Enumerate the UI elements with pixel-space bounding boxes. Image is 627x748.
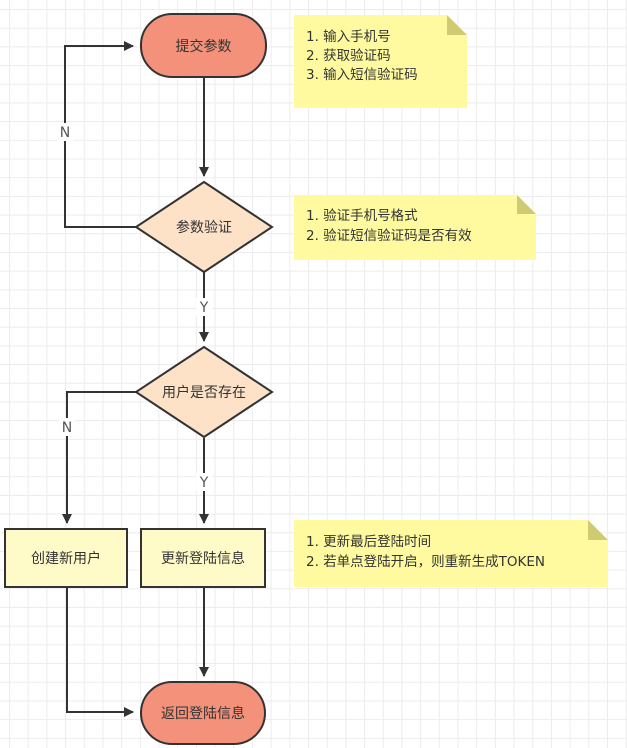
note-validate-line-1: 1. 验证手机号格式: [306, 208, 418, 224]
node-user-exists-label: 用户是否存在: [162, 384, 246, 401]
note-validate[interactable]: 1. 验证手机号格式 2. 验证短信验证码是否有效: [294, 195, 536, 260]
terminal-shape: [140, 13, 267, 78]
edge-label-user-exists-no: N: [62, 420, 72, 436]
node-end-label: 返回登陆信息: [161, 705, 245, 722]
note-start-line-1: 1. 输入手机号: [306, 29, 391, 45]
terminal-shape: [140, 681, 266, 745]
note-fold-icon: [447, 15, 467, 35]
node-update-login[interactable]: 更新登陆信息: [140, 528, 266, 588]
edge-validate-to-start-no: [64, 41, 137, 228]
node-start-label: 提交参数: [176, 38, 232, 55]
edge-create-user-to-end: [66, 587, 134, 717]
process-shape: [140, 528, 266, 588]
node-user-exists[interactable]: 用户是否存在: [134, 345, 274, 439]
edge-label-validate-no: N: [60, 125, 70, 141]
node-validate-label: 参数验证: [176, 219, 232, 236]
note-fold-icon: [517, 195, 536, 214]
note-body: [294, 520, 608, 587]
node-validate[interactable]: 参数验证: [134, 180, 274, 274]
node-start[interactable]: 提交参数: [140, 13, 267, 78]
process-shape: [4, 528, 128, 588]
edge-label-validate-yes: Y: [199, 300, 209, 316]
note-start-line-3: 3. 输入短信验证码: [306, 67, 418, 83]
decision-shape: [134, 345, 274, 439]
note-start[interactable]: 1. 输入手机号 2. 获取验证码 3. 输入短信验证码: [294, 15, 467, 108]
edge-label-bg: [59, 418, 75, 436]
note-update-login[interactable]: 1. 更新最后登陆时间 2. 若单点登陆开启，则重新生成TOKEN: [294, 520, 608, 587]
edge-label-user-exists-yes: Y: [199, 475, 209, 491]
decision-shape: [134, 180, 274, 274]
node-create-user-label: 创建新用户: [31, 550, 101, 567]
node-update-login-label: 更新登陆信息: [161, 550, 245, 567]
note-body: [294, 15, 467, 108]
note-update-login-line-2: 2. 若单点登陆开启，则重新生成TOKEN: [306, 554, 545, 570]
note-start-line-2: 2. 获取验证码: [306, 48, 391, 64]
edge-label-bg: [196, 473, 212, 491]
note-update-login-line-1: 1. 更新最后登陆时间: [306, 534, 431, 550]
node-create-user[interactable]: 创建新用户: [4, 528, 128, 588]
note-body: [294, 195, 536, 260]
edge-label-bg: [57, 123, 73, 141]
note-validate-line-2: 2. 验证短信验证码是否有效: [306, 228, 472, 244]
note-fold-icon: [588, 520, 608, 540]
edge-label-bg: [196, 298, 212, 316]
edge-user-exists-to-create-user-no: [62, 391, 137, 524]
node-end[interactable]: 返回登陆信息: [140, 681, 266, 745]
